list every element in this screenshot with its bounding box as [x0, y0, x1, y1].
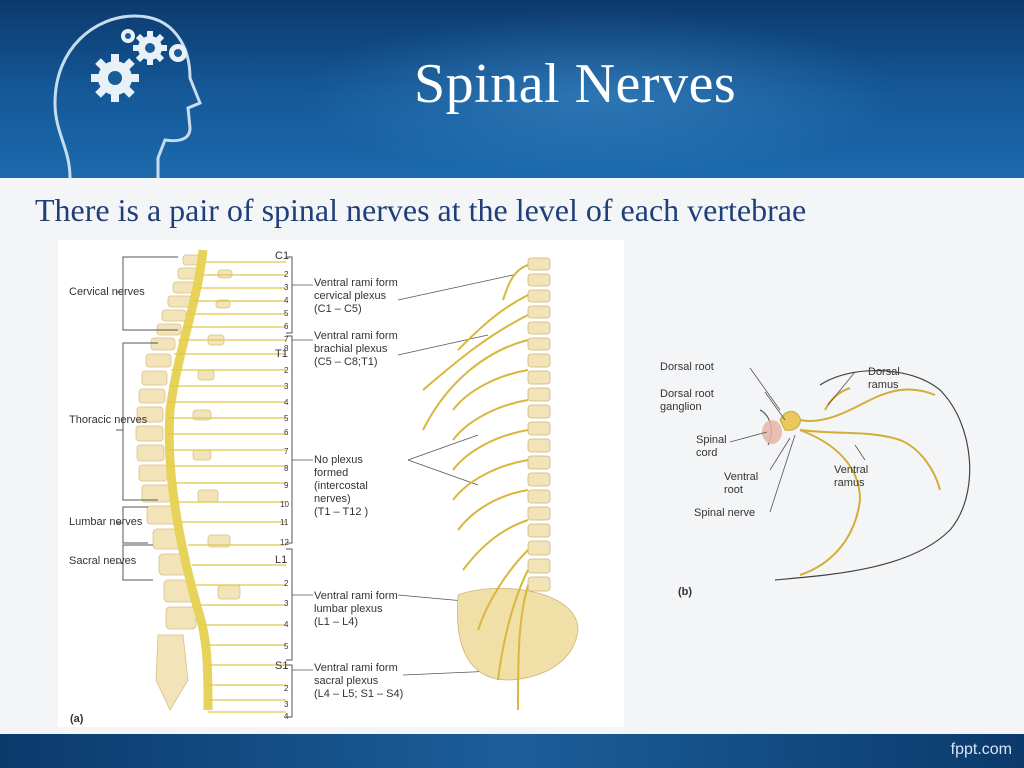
- level-label: 2: [284, 270, 289, 279]
- slide-footer: [0, 734, 1024, 768]
- level-label: 8: [284, 464, 289, 473]
- level-label: 5: [284, 309, 289, 318]
- spinal-column-figure: Cervical nerves Thoracic nerves Lumbar n…: [58, 240, 624, 727]
- level-label: 4: [284, 712, 289, 721]
- level-label: 5: [284, 414, 289, 423]
- level-label: 2: [284, 684, 289, 693]
- level-label: 3: [284, 382, 289, 391]
- slide-title: Spinal Nerves: [414, 53, 737, 115]
- level-label: 2: [284, 579, 289, 588]
- label-spinal-nerve: Spinal nerve: [694, 507, 756, 519]
- level-label: 12: [280, 538, 289, 547]
- header-glow: [300, 10, 900, 180]
- level-label: 3: [284, 700, 289, 709]
- label-dorsal-root: Dorsal root: [660, 361, 714, 373]
- head-gears-logo: [53, 14, 202, 179]
- level-label: 4: [284, 620, 289, 629]
- level-label: 11: [280, 518, 289, 527]
- panel-label-b: (b): [678, 586, 693, 598]
- level-label: 8: [284, 344, 289, 353]
- level-label: L1: [275, 554, 288, 566]
- level-label: 6: [284, 428, 289, 437]
- region-label-sacral: Sacral nerves: [69, 555, 137, 567]
- level-label: 9: [284, 481, 289, 490]
- level-label: 7: [284, 447, 289, 456]
- region-label-cervical: Cervical nerves: [69, 286, 145, 298]
- region-label-lumbar: Lumbar nerves: [69, 516, 143, 528]
- level-label: 10: [280, 500, 289, 509]
- level-label: S1: [275, 660, 289, 672]
- spinal-column-illustration: [116, 249, 579, 718]
- level-label: C1: [275, 250, 290, 262]
- slide-header: [0, 0, 1024, 180]
- cross-section-illustration: [729, 367, 971, 581]
- level-label: 3: [284, 599, 289, 608]
- level-label: 6: [284, 322, 289, 331]
- level-label: 7: [284, 335, 289, 344]
- watermark: fppt.com: [950, 741, 1012, 758]
- level-label: T1: [275, 348, 288, 360]
- region-label-thoracic: Thoracic nerves: [69, 414, 148, 426]
- slide-subtitle: There is a pair of spinal nerves at the …: [35, 192, 807, 228]
- level-label: 4: [284, 398, 289, 407]
- level-label: 5: [284, 642, 289, 651]
- level-label: 3: [284, 283, 289, 292]
- level-label: 2: [284, 366, 289, 375]
- panel-label-a: (a): [70, 713, 84, 725]
- level-label: 4: [284, 296, 289, 305]
